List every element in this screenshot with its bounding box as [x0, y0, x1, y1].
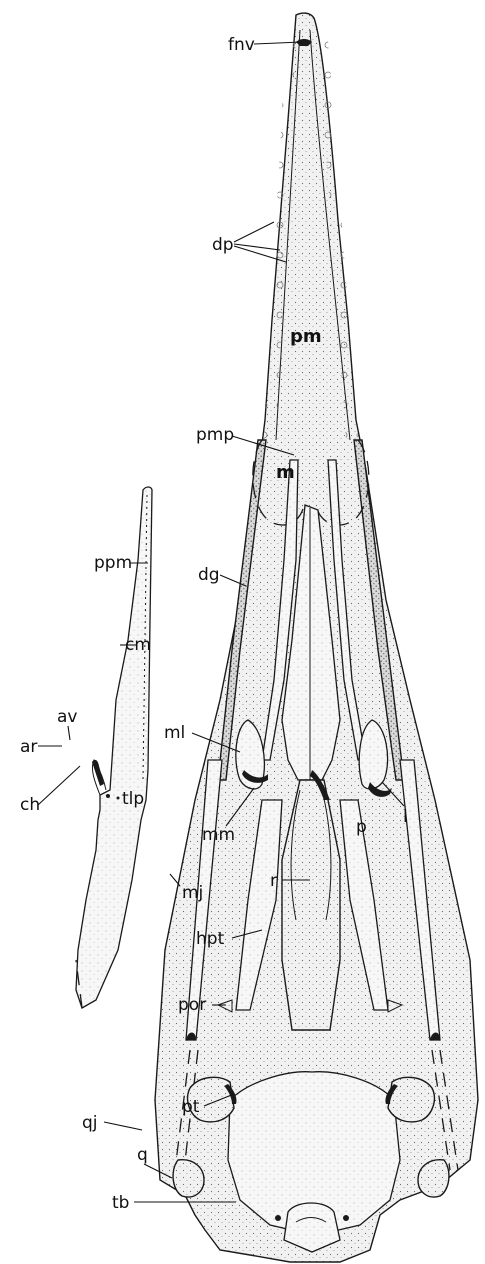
label-l: l [403, 807, 408, 827]
label-qj: qj [82, 1113, 98, 1133]
tlp-pit-b [117, 797, 120, 800]
label-tlp: tlp [122, 789, 144, 809]
label-dg: dg [198, 565, 220, 585]
label-av: av [57, 707, 77, 727]
leader-dp-b [234, 244, 280, 250]
label-ar: ar [20, 737, 37, 757]
label-ch: ch [20, 795, 40, 815]
leader-av [68, 726, 70, 740]
label-pmp: pmp [196, 425, 234, 445]
leader-ch [38, 766, 80, 805]
foramen-left [275, 1215, 281, 1221]
label-pm: pm [290, 326, 322, 347]
label-dp: dp [212, 235, 234, 255]
label-q: q [137, 1145, 148, 1165]
label-p: p [356, 817, 367, 837]
label-ppm: ppm [94, 553, 132, 573]
label-tb: tb [112, 1193, 129, 1213]
label-pt: pt [182, 1097, 200, 1117]
articular-facet [92, 760, 104, 786]
foramen-right [343, 1215, 349, 1221]
label-mm: mm [202, 825, 235, 845]
label-hpt: hpt [196, 929, 225, 949]
skull-ventral-view [155, 13, 478, 1262]
label-r: r [270, 871, 277, 891]
leader-dp-a [234, 222, 274, 242]
tlp-pit-a [106, 794, 110, 798]
label-fnv: fnv [228, 35, 255, 55]
pt-wing-right [388, 1077, 434, 1122]
label-mj: mj [182, 883, 203, 903]
label-ml: ml [164, 723, 185, 743]
leader-qj [104, 1122, 142, 1130]
label-m: m [276, 462, 295, 483]
label-por: por [178, 995, 206, 1015]
